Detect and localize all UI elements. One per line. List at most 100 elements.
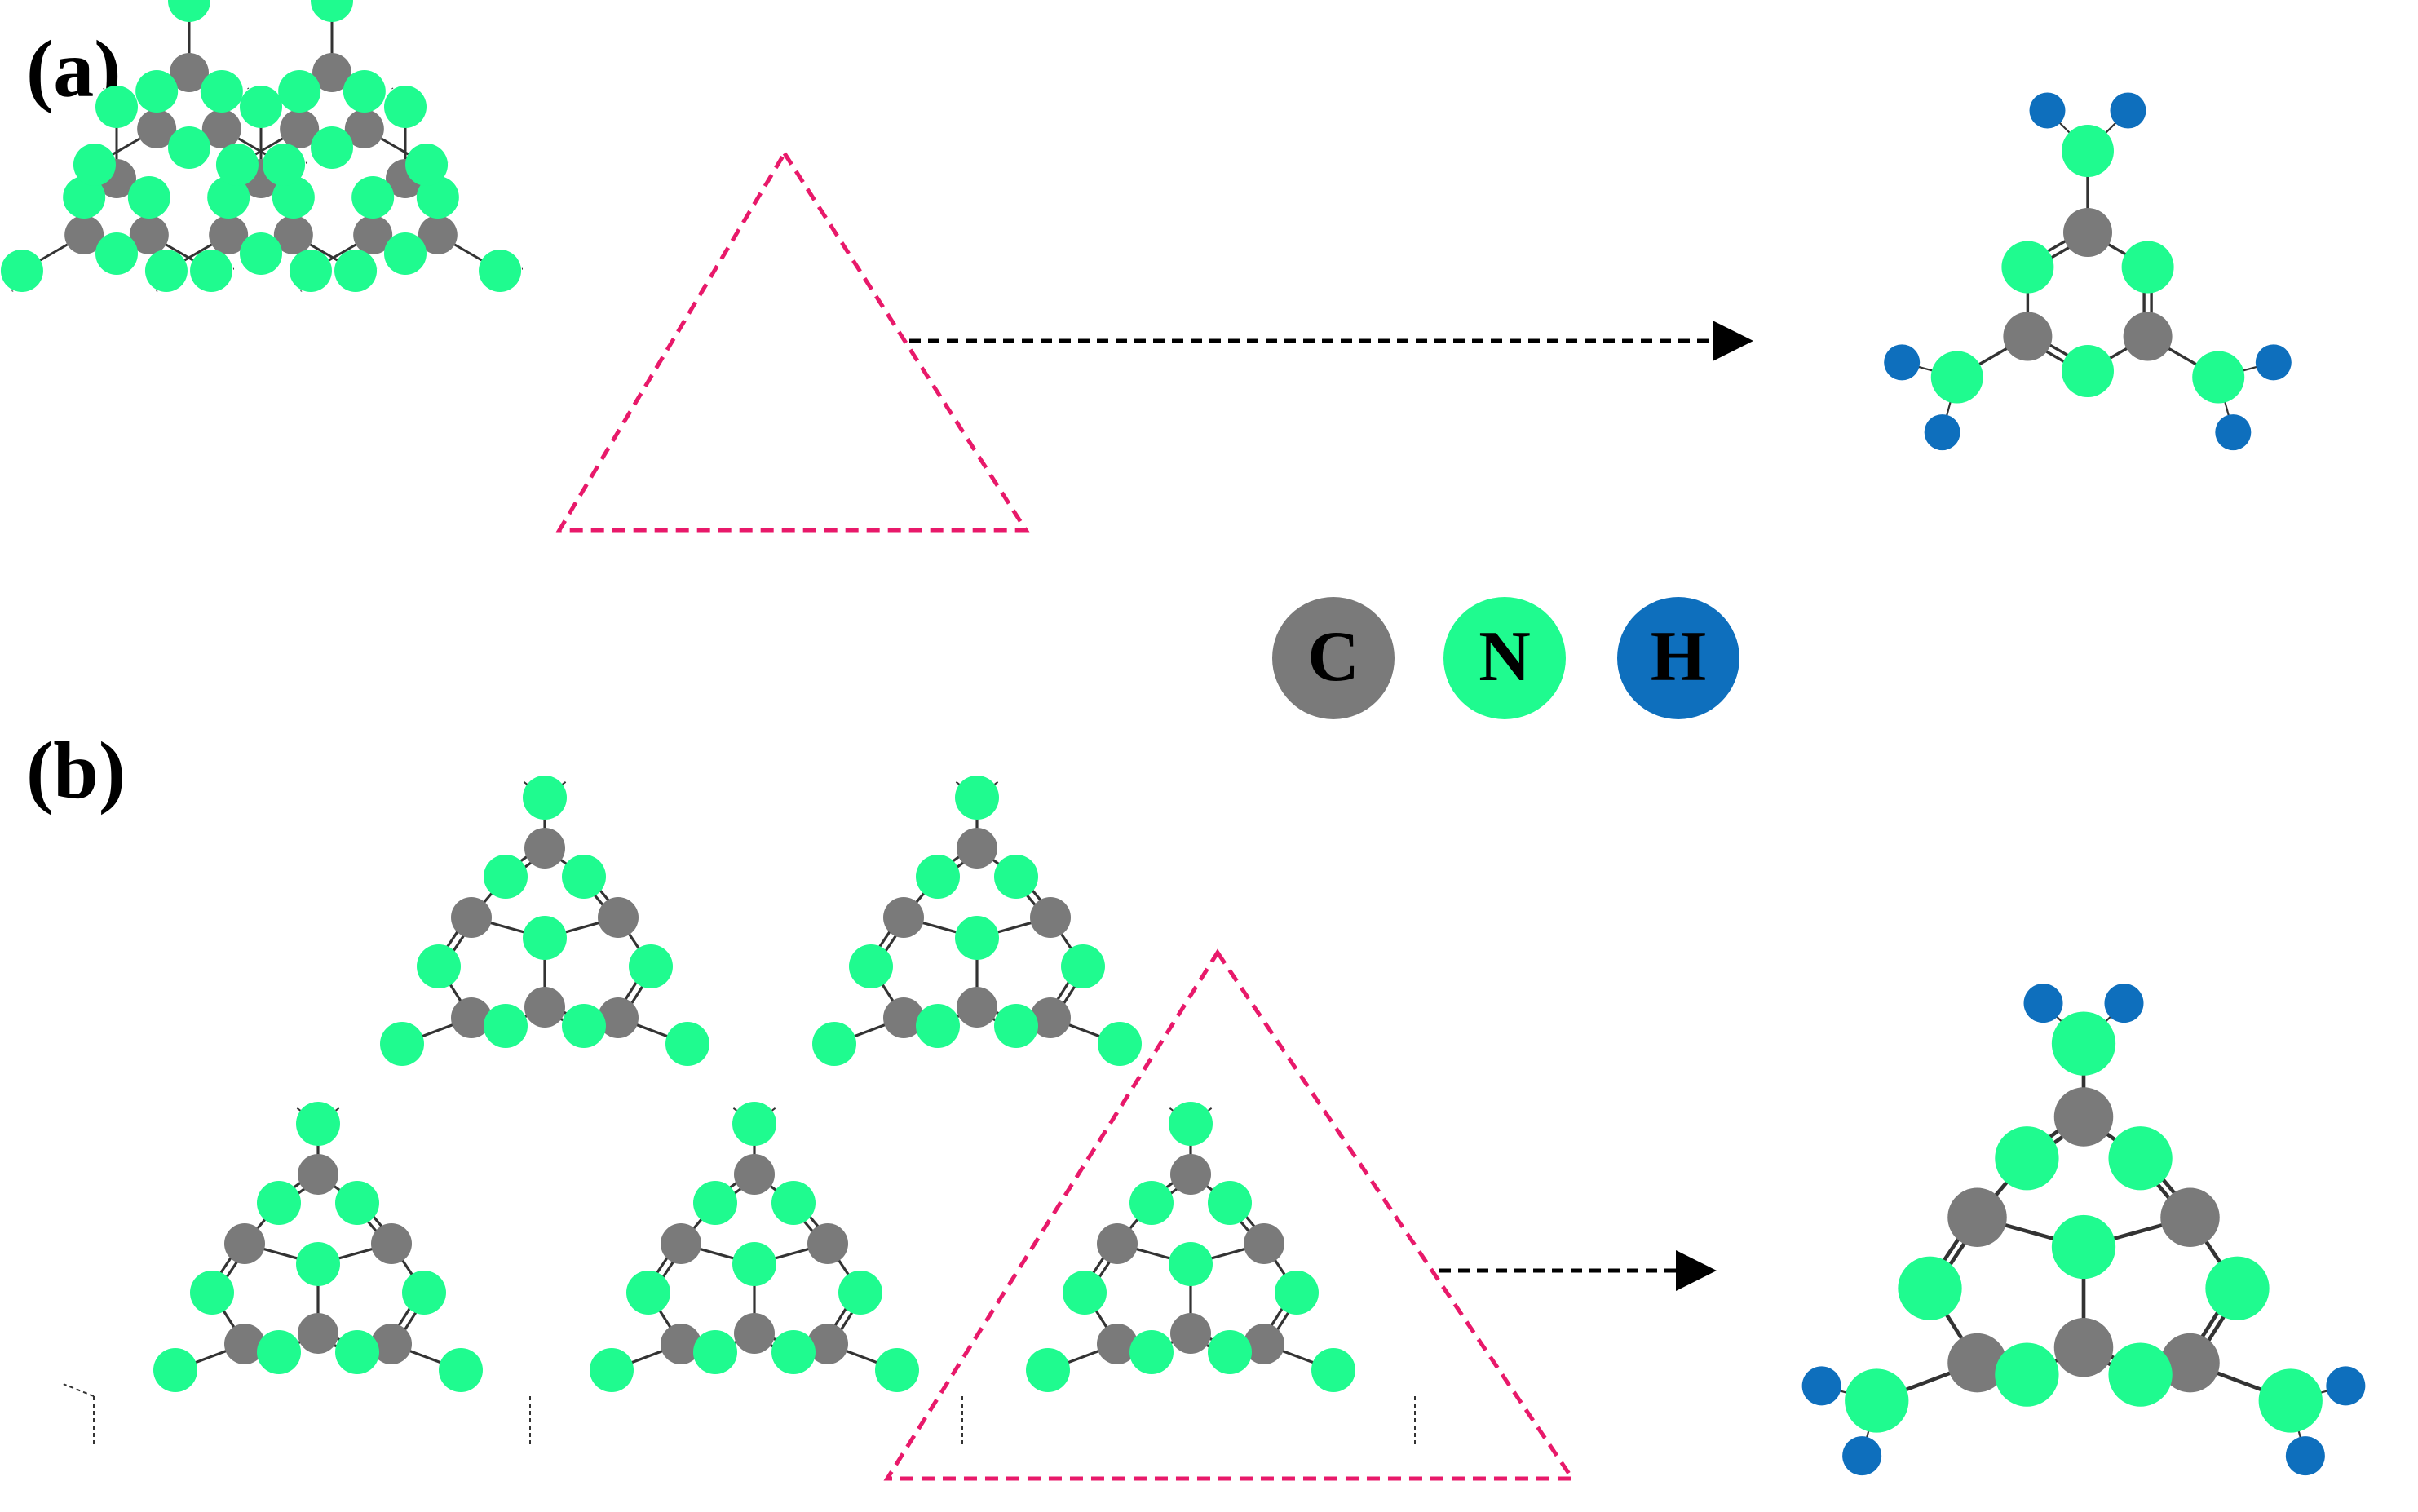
carbon-atom bbox=[137, 109, 177, 148]
carbon-atom bbox=[64, 215, 104, 254]
nitrogen-atom bbox=[2108, 1126, 2173, 1191]
nitrogen-atom bbox=[916, 1004, 960, 1048]
nitrogen-atom bbox=[135, 70, 179, 113]
legend-carbon-sphere bbox=[1272, 597, 1395, 719]
nitrogen-atom bbox=[257, 1181, 301, 1225]
carbon-atom bbox=[1947, 1187, 2007, 1247]
nitrogen-atom bbox=[402, 1271, 446, 1315]
nitrogen-atom bbox=[1311, 1348, 1355, 1392]
hydrogen-atom bbox=[2104, 984, 2144, 1023]
nitrogen-atom bbox=[215, 144, 259, 186]
carbon-atom bbox=[129, 215, 169, 254]
nitrogen-atom bbox=[311, 126, 353, 169]
selection-triangle-a bbox=[555, 149, 1030, 533]
nitrogen-atom bbox=[207, 176, 250, 219]
nitrogen-atom bbox=[1026, 1348, 1070, 1392]
carbon-atom bbox=[807, 1223, 848, 1264]
nitrogen-atom bbox=[1129, 1330, 1174, 1374]
nitrogen-atom bbox=[1208, 1330, 1252, 1374]
nitrogen-atom bbox=[200, 70, 243, 113]
nitrogen-atom bbox=[484, 855, 528, 899]
nitrogen-atom bbox=[2051, 1011, 2116, 1076]
nitrogen-atom bbox=[63, 176, 106, 219]
carbon-atom bbox=[224, 1324, 265, 1364]
nitrogen-atom bbox=[311, 0, 353, 22]
hydrogen-atom bbox=[1924, 414, 1960, 451]
nitrogen-atom bbox=[1898, 1256, 1962, 1320]
carbon-atom bbox=[371, 1223, 412, 1264]
nitrogen-atom bbox=[95, 86, 138, 128]
nitrogen-atom bbox=[916, 855, 960, 899]
nitrogen-atom bbox=[2121, 241, 2174, 294]
carbon-atom bbox=[957, 987, 997, 1028]
carbon-atom bbox=[1244, 1324, 1284, 1364]
nitrogen-atom bbox=[2205, 1256, 2270, 1320]
carbon-atom bbox=[524, 987, 565, 1028]
nitrogen-atom bbox=[0, 250, 43, 292]
legend-hydrogen-label: H bbox=[1651, 617, 1706, 696]
nitrogen-atom bbox=[190, 250, 233, 292]
hydrogen-atom bbox=[2255, 344, 2292, 381]
nitrogen-atom bbox=[955, 776, 999, 820]
carbon-atom bbox=[170, 53, 209, 92]
panel-b-label: (b) bbox=[26, 725, 126, 816]
nitrogen-atom bbox=[732, 1242, 776, 1286]
carbon-atom bbox=[201, 109, 241, 148]
nitrogen-atom bbox=[127, 176, 170, 219]
nitrogen-atom bbox=[562, 855, 606, 899]
carbon-atom bbox=[734, 1313, 775, 1354]
nitrogen-atom bbox=[812, 1022, 856, 1066]
carbon-atom bbox=[298, 1154, 338, 1195]
nitrogen-atom bbox=[590, 1348, 634, 1392]
nitrogen-atom bbox=[838, 1271, 882, 1315]
carbon-atom bbox=[209, 215, 249, 254]
carbon-atom bbox=[2160, 1187, 2220, 1247]
nitrogen-atom bbox=[1169, 1102, 1213, 1146]
hydrogen-atom bbox=[2285, 1436, 2325, 1476]
carbon-atom bbox=[661, 1324, 701, 1364]
carbon-atom bbox=[451, 897, 492, 938]
nitrogen-atom bbox=[994, 1004, 1038, 1048]
nitrogen-atom bbox=[771, 1330, 816, 1374]
nitrogen-atom bbox=[272, 176, 315, 219]
hydrogen-atom bbox=[2326, 1366, 2366, 1406]
carbon-atom bbox=[224, 1223, 265, 1264]
nitrogen-atom bbox=[416, 176, 459, 219]
nitrogen-atom bbox=[2062, 345, 2114, 397]
nitrogen-atom bbox=[732, 1102, 776, 1146]
carbon-atom bbox=[371, 1324, 412, 1364]
nitrogen-atom bbox=[343, 70, 386, 113]
carbon-atom bbox=[957, 828, 997, 869]
carbon-atom bbox=[1030, 997, 1071, 1038]
legend-nitrogen-sphere bbox=[1443, 597, 1566, 719]
nitrogen-atom bbox=[240, 232, 282, 275]
nitrogen-atom bbox=[771, 1181, 816, 1225]
nitrogen-atom bbox=[278, 70, 321, 113]
carbon-atom bbox=[883, 897, 924, 938]
carbon-atom bbox=[524, 828, 565, 869]
nitrogen-atom bbox=[693, 1181, 737, 1225]
nitrogen-atom bbox=[1275, 1271, 1319, 1315]
carbon-atom bbox=[598, 897, 639, 938]
carbon-atom bbox=[1097, 1223, 1138, 1264]
nitrogen-atom bbox=[994, 855, 1038, 899]
selection-triangle-b bbox=[883, 948, 1576, 1481]
nitrogen-atom bbox=[1845, 1368, 1909, 1433]
hydrogen-atom bbox=[2215, 414, 2252, 451]
nitrogen-atom bbox=[1063, 1271, 1107, 1315]
nitrogen-atom bbox=[2258, 1368, 2323, 1433]
nitrogen-atom bbox=[523, 916, 567, 960]
hydrogen-atom bbox=[2110, 92, 2146, 129]
selection-triangles bbox=[555, 149, 1576, 1481]
nitrogen-atom bbox=[1930, 351, 1983, 404]
carbon-atom bbox=[418, 215, 458, 254]
carbon-atom bbox=[273, 215, 313, 254]
nitrogen-atom bbox=[263, 144, 306, 186]
carbon-atom bbox=[451, 997, 492, 1038]
legend-nitrogen-label: N bbox=[1479, 617, 1531, 696]
nitrogen-atom bbox=[95, 232, 138, 275]
nitrogen-atom bbox=[153, 1348, 197, 1392]
nitrogen-atom bbox=[693, 1330, 737, 1374]
nitrogen-atom bbox=[2192, 351, 2245, 404]
nitrogen-atom bbox=[144, 250, 188, 292]
